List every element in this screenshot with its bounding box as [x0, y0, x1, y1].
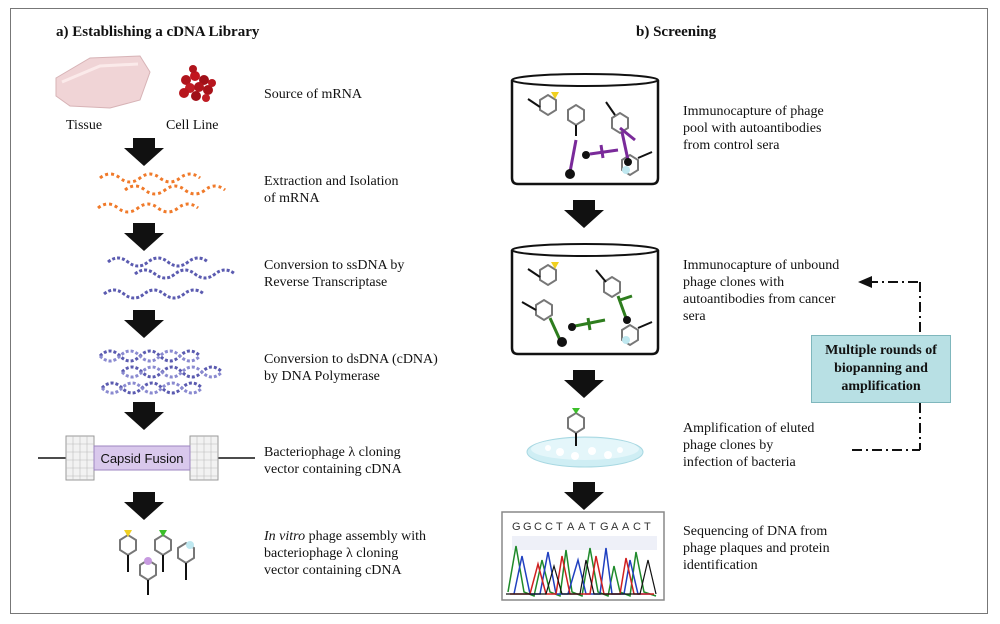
feedback-arrowhead [858, 276, 872, 288]
figure-frame [10, 8, 988, 614]
cloning-vector [38, 435, 255, 481]
cell-line-image [179, 65, 216, 102]
cell-line-label: Cell Line [166, 118, 219, 133]
beaker-control-sera [510, 73, 660, 186]
heading-library: a) Establishing a cDNA Library [56, 24, 260, 40]
seq-base: A [622, 521, 630, 533]
seq-base: G [512, 521, 521, 533]
seq-base: C [534, 521, 542, 533]
seq-base: T [556, 521, 563, 533]
seq-base: G [600, 521, 609, 533]
seq-base: A [567, 521, 575, 533]
mrna-strands [97, 172, 226, 214]
library-step-6: In vitro phage assembly with bacteriopha… [264, 529, 427, 578]
capsid-fusion-label: Capsid Fusion [100, 451, 183, 466]
heading-screening: b) Screening [636, 24, 717, 40]
beaker-cancer-sera [510, 243, 660, 356]
tissue-label: Tissue [66, 118, 103, 133]
seq-base: G [523, 521, 532, 533]
chromatogram [501, 511, 665, 601]
seq-base: T [644, 521, 651, 533]
assembled-phages [119, 530, 195, 595]
library-step-1: Source of mRNA [264, 87, 362, 102]
dsdna-strands [98, 349, 224, 395]
tissue-image [55, 55, 151, 109]
library-step-4: Conversion to dsDNA (cDNA)by DNA Polymer… [264, 352, 438, 384]
seq-base: C [633, 521, 641, 533]
seq-base: A [578, 521, 586, 533]
seq-base: T [589, 521, 596, 533]
multiple-rounds-box: Multiple rounds of biopanning and amplif… [811, 335, 951, 403]
seq-base: C [545, 521, 553, 533]
ssdna-strands [103, 256, 236, 300]
sequence-letters: G G C C T A A T G A A C T [512, 521, 651, 533]
petri-dish [526, 408, 644, 468]
seq-base: A [611, 521, 619, 533]
feedback-loop [852, 281, 921, 451]
